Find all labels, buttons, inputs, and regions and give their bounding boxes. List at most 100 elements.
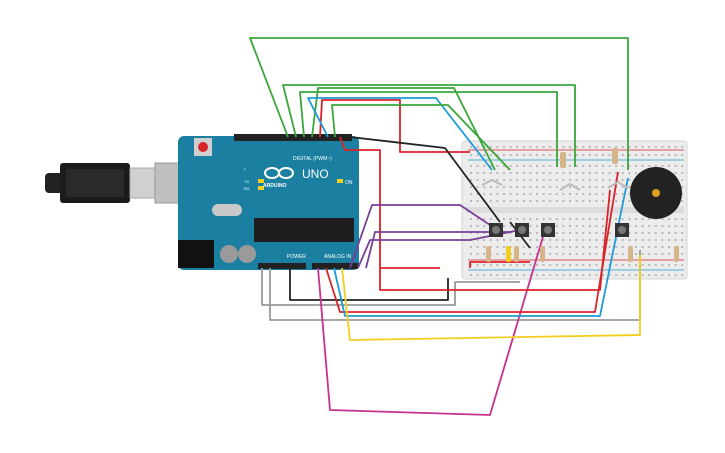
breadboard-hole bbox=[668, 246, 670, 248]
breadboard-hole bbox=[602, 179, 604, 181]
breadboard-hole bbox=[562, 146, 565, 148]
breadboard-hole bbox=[575, 218, 578, 220]
breadboard-hole bbox=[595, 193, 598, 195]
breadboard-hole bbox=[470, 232, 472, 234]
breadboard-hole bbox=[509, 239, 512, 241]
breadboard-hole bbox=[476, 246, 479, 248]
breadboard[interactable] bbox=[461, 140, 688, 280]
breadboard-hole bbox=[476, 154, 479, 156]
breadboard-hole bbox=[509, 146, 512, 148]
breadboard-hole bbox=[542, 154, 545, 156]
breadboard-hole bbox=[536, 193, 538, 195]
breadboard-hole bbox=[476, 200, 479, 202]
breadboard-hole bbox=[641, 154, 644, 156]
breadboard-hole bbox=[536, 146, 538, 148]
breadboard-hole bbox=[582, 239, 585, 241]
breadboard-hole bbox=[654, 232, 657, 234]
breadboard-hole bbox=[555, 200, 558, 202]
breadboard-hole bbox=[470, 186, 472, 188]
breadboard-hole bbox=[536, 179, 538, 181]
breadboard-hole bbox=[549, 239, 552, 241]
breadboard-hole bbox=[503, 193, 505, 195]
power-jack[interactable] bbox=[178, 240, 214, 268]
breadboard-hole bbox=[668, 165, 670, 167]
breadboard-hole bbox=[641, 165, 644, 167]
tx-label: TX bbox=[244, 179, 249, 184]
breadboard-hole bbox=[654, 218, 657, 220]
breadboard-hole bbox=[470, 264, 472, 266]
breadboard-hole bbox=[628, 218, 631, 220]
breadboard-hole bbox=[575, 165, 578, 167]
breadboard-hole bbox=[628, 186, 631, 188]
breadboard-hole bbox=[681, 246, 684, 248]
breadboard-hole bbox=[648, 239, 651, 241]
breadboard-hole bbox=[661, 225, 664, 227]
breadboard-hole bbox=[595, 146, 598, 148]
breadboard-hole bbox=[489, 154, 492, 156]
breadboard-hole bbox=[536, 239, 538, 241]
breadboard-hole bbox=[569, 179, 571, 181]
reset-button[interactable] bbox=[194, 138, 212, 156]
breadboard-hole bbox=[674, 172, 677, 174]
breadboard-hole bbox=[476, 186, 479, 188]
breadboard-hole bbox=[668, 154, 670, 156]
breadboard-hole bbox=[681, 264, 684, 266]
breadboard-hole bbox=[595, 232, 598, 234]
breadboard-hole bbox=[509, 193, 512, 195]
breadboard-hole bbox=[470, 193, 472, 195]
breadboard-hole bbox=[542, 186, 545, 188]
breadboard-hole bbox=[496, 246, 499, 248]
breadboard-hole bbox=[595, 253, 598, 255]
arduino-board[interactable]: ARDUINO UNO DIGITAL (PWM~) POWER ANALOG … bbox=[178, 134, 359, 270]
breadboard-hole bbox=[582, 146, 585, 148]
breadboard-hole bbox=[562, 239, 565, 241]
buzzer-icon[interactable] bbox=[630, 167, 682, 219]
led-icon bbox=[481, 178, 629, 191]
breadboard-hole bbox=[654, 154, 657, 156]
breadboard-hole bbox=[641, 146, 644, 148]
breadboard-hole bbox=[522, 179, 525, 181]
breadboard-hole bbox=[489, 264, 492, 266]
pushbutton-icon[interactable] bbox=[489, 223, 629, 237]
breadboard-hole bbox=[483, 154, 486, 156]
breadboard-hole bbox=[681, 200, 684, 202]
breadboard-hole bbox=[621, 246, 624, 248]
breadboard-hole bbox=[536, 172, 538, 174]
breadboard-hole bbox=[483, 165, 486, 167]
breadboard-hole bbox=[602, 274, 604, 276]
breadboard-hole bbox=[489, 193, 492, 195]
breadboard-hole bbox=[496, 274, 499, 276]
breadboard-hole bbox=[483, 218, 486, 220]
breadboard-hole bbox=[648, 232, 651, 234]
breadboard-hole bbox=[582, 264, 585, 266]
breadboard-hole bbox=[509, 232, 512, 234]
breadboard-hole bbox=[542, 165, 545, 167]
breadboard-hole bbox=[661, 239, 664, 241]
breadboard-hole bbox=[608, 172, 611, 174]
breadboard-hole bbox=[602, 218, 604, 220]
breadboard-hole bbox=[582, 179, 585, 181]
usb-cable-icon[interactable] bbox=[45, 162, 196, 204]
breadboard-hole bbox=[536, 165, 538, 167]
breadboard-hole bbox=[635, 172, 637, 174]
breadboard-hole bbox=[641, 218, 644, 220]
breadboard-hole bbox=[555, 218, 558, 220]
breadboard-hole bbox=[635, 154, 637, 156]
breadboard-hole bbox=[661, 232, 664, 234]
breadboard-hole bbox=[542, 218, 545, 220]
breadboard-hole bbox=[470, 225, 472, 227]
breadboard-hole bbox=[489, 218, 492, 220]
breadboard-hole bbox=[483, 264, 486, 266]
breadboard-hole bbox=[635, 232, 637, 234]
breadboard-hole bbox=[648, 246, 651, 248]
breadboard-hole bbox=[661, 253, 664, 255]
breadboard-hole bbox=[483, 225, 486, 227]
breadboard-hole bbox=[582, 154, 585, 156]
breadboard-hole bbox=[628, 154, 631, 156]
breadboard-hole bbox=[562, 172, 565, 174]
breadboard-hole bbox=[582, 200, 585, 202]
breadboard-hole bbox=[503, 274, 505, 276]
breadboard-hole bbox=[549, 179, 552, 181]
breadboard-hole bbox=[496, 146, 499, 148]
